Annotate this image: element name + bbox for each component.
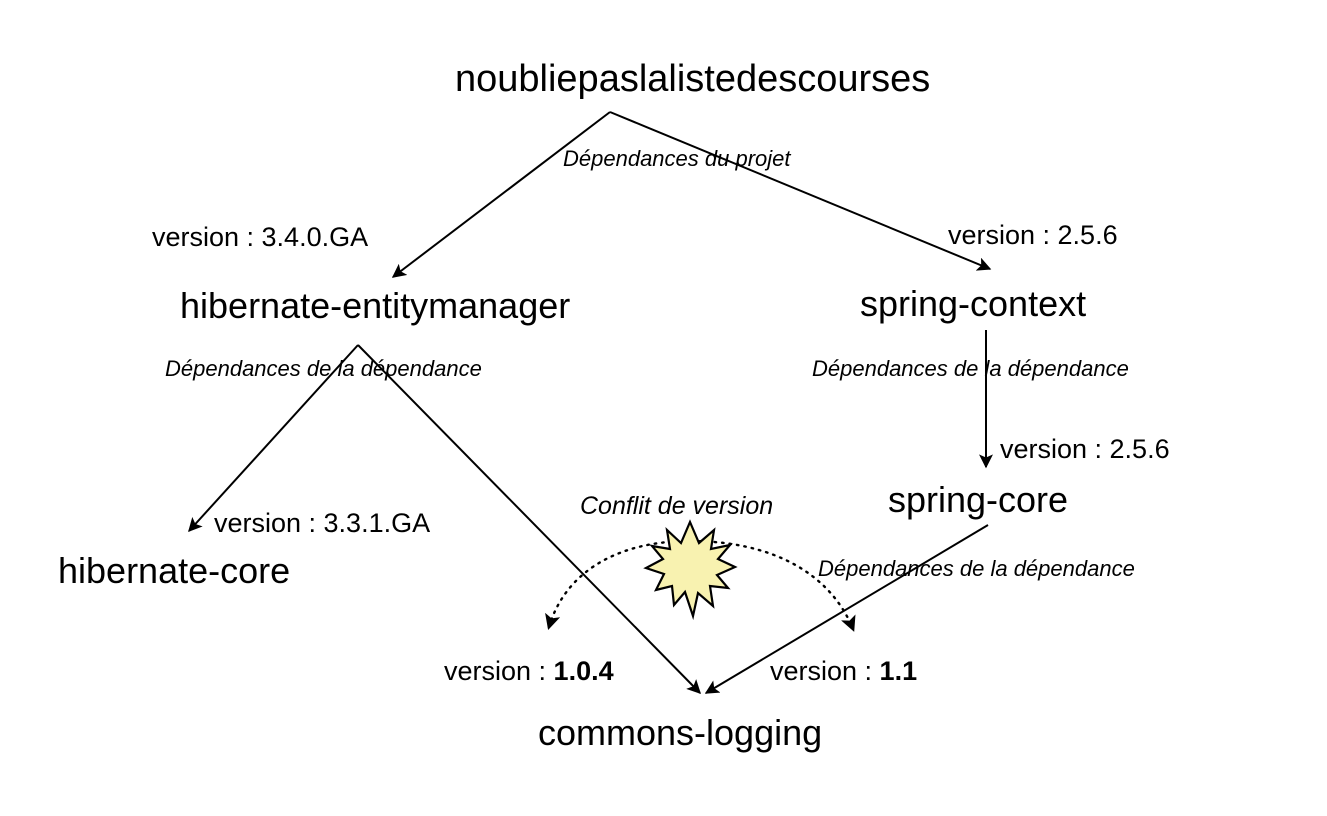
node-root[interactable]: noubliepaslalistedescourses	[455, 58, 931, 100]
version-label-commons-logging-right-value: 1.1	[879, 656, 918, 686]
edge-version-conflict-arc	[545, 539, 856, 632]
edge-root-to-hibernate-entitymanager	[391, 111, 611, 278]
version-label-commons-logging-left-prefix: version :	[444, 656, 554, 686]
version-label-commons-logging-right-prefix: version :	[770, 656, 880, 686]
edge-label-dependency-dependencies-spring-core: Dépendances de la dépendance	[818, 556, 1135, 581]
version-label-spring-core: version : 2.5.6	[1000, 434, 1170, 464]
node-spring-core[interactable]: spring-core	[888, 479, 1069, 520]
edge-spring-core-to-commons-logging	[704, 524, 989, 694]
version-label-commons-logging-right: version : 1.1	[770, 658, 917, 685]
edge-hibernate-entitymanager-to-commons-logging	[357, 344, 701, 694]
node-commons-logging[interactable]: commons-logging	[538, 712, 823, 753]
edge-label-project-dependencies: Dépendances du projet	[563, 146, 791, 171]
edge-hibernate-entitymanager-to-hibernate-core	[188, 344, 359, 533]
edge-label-version-conflict: Conflit de version	[580, 492, 774, 520]
version-label-spring-context: version : 2.5.6	[948, 220, 1118, 250]
conflict-burst-icon	[643, 519, 738, 621]
version-label-hibernate-core: version : 3.3.1.GA	[214, 508, 431, 538]
edge-label-dependency-dependencies-hibernate-entitymanager: Dépendances de la dépendance	[165, 356, 482, 381]
version-label-hibernate-entitymanager: version : 3.4.0.GA	[152, 222, 369, 252]
node-hibernate-entitymanager[interactable]: hibernate-entitymanager	[180, 285, 571, 326]
version-label-commons-logging-left-value: 1.0.4	[553, 656, 614, 686]
version-label-commons-logging-left: version : 1.0.4	[444, 658, 614, 685]
edge-label-dependency-dependencies-spring-context: Dépendances de la dépendance	[812, 356, 1129, 381]
edge-root-to-spring-context	[609, 111, 992, 271]
node-hibernate-core[interactable]: hibernate-core	[58, 550, 291, 591]
node-spring-context[interactable]: spring-context	[860, 283, 1087, 324]
